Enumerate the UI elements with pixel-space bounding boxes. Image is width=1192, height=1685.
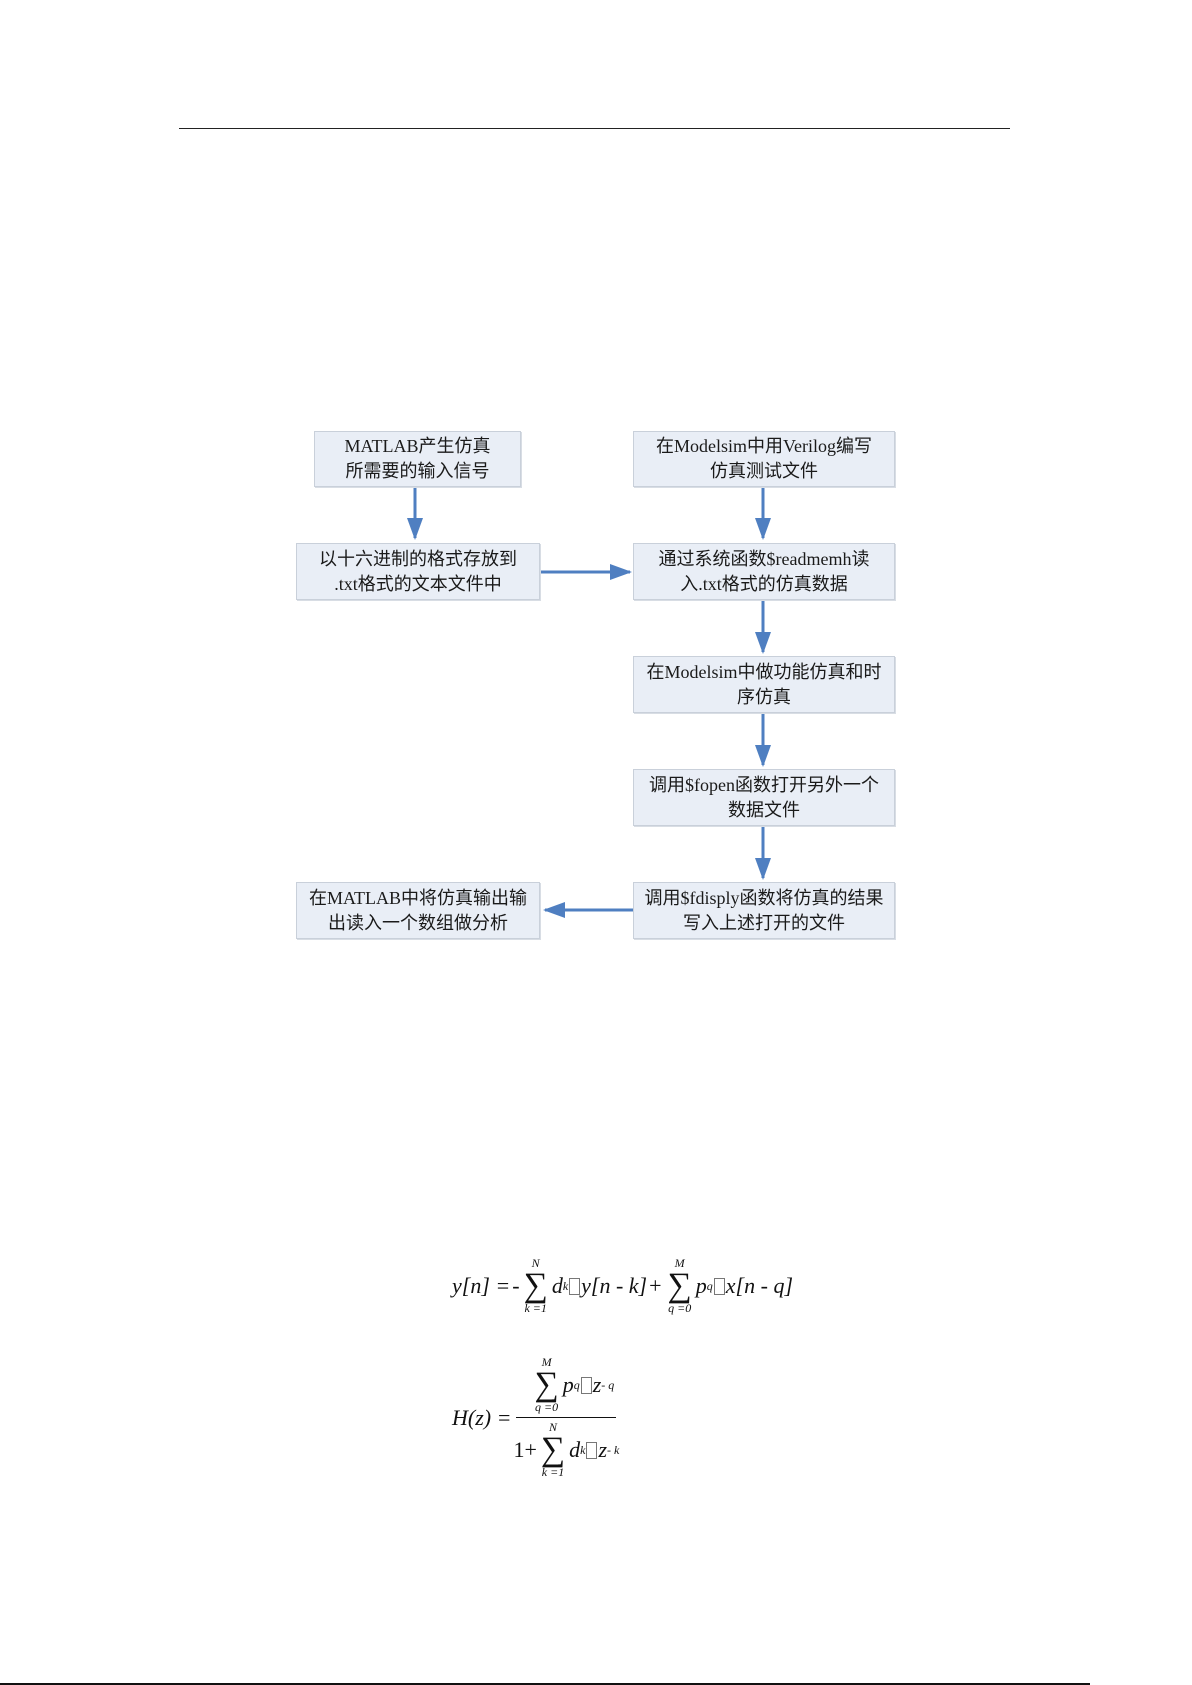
header-rule	[179, 128, 1010, 129]
sum-lower: q =0	[668, 1301, 692, 1315]
node-line: 调用$fopen函数打开另外一个	[649, 774, 879, 795]
eq1-plus: +	[649, 1273, 662, 1298]
eq2-den-sum: N ∑ k =1	[541, 1420, 565, 1480]
eq2-num-rest: z	[592, 1372, 602, 1397]
node-line: 在Modelsim中用Verilog编写	[656, 436, 872, 456]
eq1-sum1: N ∑ k =1	[524, 1256, 548, 1316]
node-line: 数据文件	[727, 799, 800, 820]
eq1-term1-rest: y[n - k]	[581, 1273, 648, 1298]
eq2-den-term: d	[569, 1437, 581, 1462]
node-write-testbench: 在Modelsim中用Verilog编写仿真测试文件	[633, 431, 895, 487]
footer-rule	[0, 1683, 1090, 1685]
eq2-num-exp: - q	[601, 1377, 615, 1392]
node-line: 在Modelsim中做功能仿真和时	[646, 661, 882, 682]
eq2-den-sub: k	[580, 1442, 586, 1457]
eq1-term1-sub: k	[562, 1278, 569, 1293]
node-line: 调用$fdisply函数将仿真的结果	[644, 887, 884, 908]
eq1-term1: d	[551, 1273, 563, 1298]
eq2-num-sum: M ∑ q =0	[534, 1355, 558, 1415]
eq1-term2-sub: q	[706, 1278, 713, 1293]
node-readmemh: 通过系统函数$readmemh读入.txt格式的仿真数据	[633, 543, 895, 600]
sum-lower: q =0	[535, 1400, 559, 1414]
node-line: 出读入一个数组做分析	[327, 912, 508, 933]
missing-glyph-icon	[569, 1277, 581, 1295]
node-line: 写入上述打开的文件	[683, 912, 845, 933]
eq1-term2-rest: x[n - q]	[725, 1273, 794, 1298]
node-line: 所需要的输入信号	[345, 461, 490, 481]
node-matlab-generate-input: MATLAB产生仿真所需要的输入信号	[314, 431, 521, 487]
sum-upper: M	[674, 1256, 685, 1270]
node-line: .txt格式的文本文件中	[334, 573, 502, 594]
sum-upper: M	[541, 1355, 552, 1369]
eq1-minus: -	[512, 1273, 520, 1298]
node-line: 仿真测试文件	[710, 461, 818, 481]
sum-lower: k =1	[524, 1301, 547, 1315]
node-fopen: 调用$fopen函数打开另外一个数据文件	[633, 769, 895, 826]
eq2-lhs: H(z) =	[452, 1404, 512, 1430]
node-matlab-analyze: 在MATLAB中将仿真输出输出读入一个数组做分析	[296, 882, 540, 939]
node-functional-timing-sim: 在Modelsim中做功能仿真和时序仿真	[633, 656, 895, 713]
eq2-den-one: 1+	[513, 1437, 537, 1462]
missing-glyph-icon	[713, 1277, 725, 1295]
node-line: MATLAB产生仿真	[344, 436, 491, 456]
eq1-sum2: M ∑ q =0	[668, 1256, 692, 1316]
eq2-den-exp: - k	[607, 1442, 620, 1457]
sigma-icon: ∑	[523, 1267, 548, 1304]
node-line: 以十六进制的格式存放到	[319, 548, 517, 569]
sigma-icon: ∑	[667, 1267, 692, 1304]
sum-upper: N	[548, 1420, 557, 1434]
sigma-icon: ∑	[534, 1366, 559, 1403]
eq1-term2: p	[695, 1273, 707, 1298]
node-fdisplay: 调用$fdisply函数将仿真的结果写入上述打开的文件	[633, 882, 895, 939]
node-line: 在MATLAB中将仿真输出输	[308, 887, 527, 908]
missing-glyph-icon	[586, 1441, 598, 1459]
eq2-den-rest: z	[598, 1437, 608, 1462]
sum-lower: k =1	[541, 1465, 565, 1479]
node-line: 通过系统函数$readmemh读	[658, 548, 870, 569]
eq2-num-term: p	[562, 1372, 574, 1397]
sum-upper: N	[531, 1256, 540, 1270]
sigma-icon: ∑	[540, 1431, 566, 1468]
eq2-num-sub: q	[573, 1377, 580, 1392]
eq1-lhs: y[n] =	[452, 1273, 511, 1298]
node-save-hex-txt: 以十六进制的格式存放到 .txt格式的文本文件中	[296, 543, 540, 600]
missing-glyph-icon	[580, 1376, 592, 1394]
node-line: 序仿真	[736, 686, 791, 707]
node-line: 入.txt格式的仿真数据	[680, 573, 848, 594]
